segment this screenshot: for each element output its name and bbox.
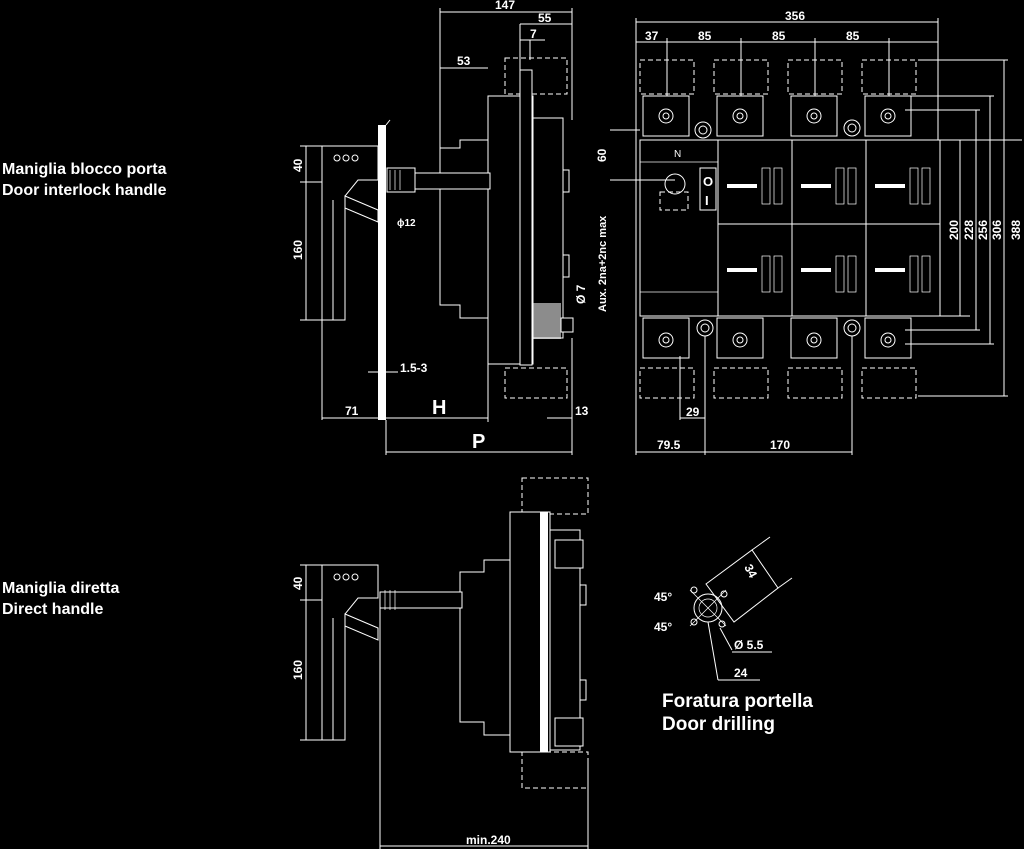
- neutral-label: N: [674, 149, 681, 160]
- dim-79-5: 79.5: [657, 438, 681, 452]
- side-view: 147 55 7 53 Ø 7 ϕ12: [291, 0, 589, 455]
- angle-45-lower: 45°: [654, 620, 672, 634]
- interlock-caption-en: Door interlock handle: [2, 182, 167, 199]
- dim-34: 34: [741, 562, 760, 581]
- drilling-caption-en: Door drilling: [662, 714, 775, 735]
- direct-caption-it: Maniglia diretta: [2, 580, 120, 597]
- dim-85-c: 85: [846, 29, 860, 43]
- direct-handle-view: 40 160 min.240: [291, 477, 589, 849]
- dim-85-b: 85: [772, 29, 786, 43]
- dim-388: 388: [1009, 220, 1023, 240]
- off-symbol: O: [703, 174, 713, 189]
- direct-dim-40: 40: [291, 576, 305, 590]
- dim-200: 200: [947, 220, 961, 240]
- dim-170: 170: [770, 438, 790, 452]
- aux-contacts-label: Aux. 2na+2nc max: [597, 215, 609, 312]
- dim-85-a: 85: [698, 29, 712, 43]
- dim-24: 24: [734, 666, 748, 680]
- front-view: 356 37 85 85 85: [595, 9, 1023, 455]
- angle-45-upper: 45°: [654, 590, 672, 604]
- dim-228: 228: [962, 220, 976, 240]
- dim-71: 71: [345, 404, 359, 418]
- dim-60: 60: [595, 148, 609, 162]
- dim-min240: min.240: [466, 833, 511, 847]
- interlock-caption-it: Maniglia blocco porta: [2, 161, 167, 178]
- dim-29: 29: [686, 405, 700, 419]
- dim-P: P: [472, 431, 485, 453]
- dim-13: 13: [575, 404, 589, 418]
- dim-356: 356: [785, 9, 805, 23]
- dim-40: 40: [291, 158, 305, 172]
- dim-1-5-3: 1.5-3: [400, 361, 428, 375]
- on-symbol: I: [705, 193, 709, 208]
- dim-phi12: ϕ12: [397, 218, 416, 229]
- drilling-caption-it: Foratura portella: [662, 691, 813, 712]
- dim-55: 55: [538, 11, 552, 25]
- dim-37: 37: [645, 29, 659, 43]
- direct-dim-160: 160: [291, 660, 305, 680]
- dim-256: 256: [976, 220, 990, 240]
- dim-53: 53: [457, 54, 471, 68]
- dim-147: 147: [495, 0, 515, 12]
- dim-7: 7: [530, 27, 537, 41]
- dim-H: H: [432, 397, 446, 419]
- dim-phi7: Ø 7: [574, 284, 588, 304]
- dim-160: 160: [291, 240, 305, 260]
- door-drilling: 34 45° 45° Ø 5.5 24: [654, 536, 793, 681]
- direct-caption-en: Direct handle: [2, 601, 104, 618]
- dim-306: 306: [990, 220, 1004, 240]
- dim-hole-5-5: Ø 5.5: [734, 638, 764, 652]
